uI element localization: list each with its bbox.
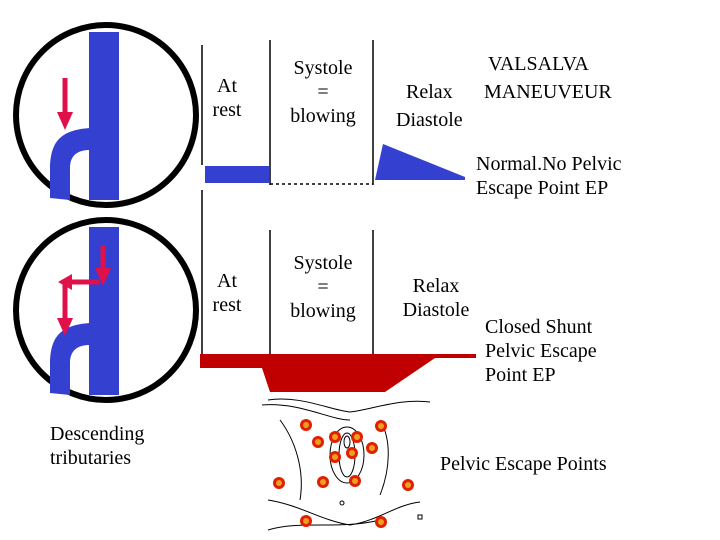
vein-reflux-icon <box>13 217 199 403</box>
top-systole-line2: = <box>317 81 329 103</box>
bottom-systole-label: Systole = blowing <box>276 251 370 323</box>
top-at-rest-line2: rest <box>212 99 242 121</box>
bottom-result-line1: Closed Shunt <box>485 316 593 338</box>
top-diastole-label: Diastole <box>396 109 463 131</box>
bottom-systole-line1: Systole <box>293 252 353 274</box>
top-relax-label: Relax <box>406 81 453 103</box>
top-result-line1: Normal.No Pelvic <box>476 153 622 175</box>
bottom-at-rest-line2: rest <box>212 294 242 316</box>
bottom-result-label: Closed Shunt Pelvic Escape Point EP <box>485 315 597 387</box>
valsalva-label: VALSALVA <box>488 53 589 75</box>
bottom-relax-label: Relax <box>412 275 460 297</box>
bottom-result-line3: Point EP <box>485 364 556 386</box>
top-at-rest-line1: At <box>217 75 237 97</box>
perineum-escape-points-icon <box>261 398 431 531</box>
top-at-rest-label: At rest <box>204 74 250 122</box>
vein-junction-icon <box>13 22 199 208</box>
escape-point-markers <box>273 419 414 528</box>
top-systole-label: Systole = blowing <box>276 56 370 128</box>
bottom-systole-line2: = <box>317 276 329 298</box>
flow-graph-normal <box>201 40 465 185</box>
bottom-diastole-label: Diastole <box>402 299 470 321</box>
pelvic-escape-points-caption: Pelvic Escape Points <box>440 453 607 475</box>
bottom-at-rest-line1: At <box>217 270 237 292</box>
bottom-relax-diastole-label: Relax Diastole <box>396 274 476 322</box>
caption-left-line2: tributaries <box>50 447 132 469</box>
top-result-line2: Escape Point EP <box>476 177 609 199</box>
top-systole-line1: Systole <box>293 57 353 79</box>
bottom-at-rest-label: At rest <box>204 269 250 317</box>
maneuver-label: MANEUVEUR <box>484 81 612 103</box>
caption-left-line1: Descending <box>50 423 145 445</box>
top-result-label: Normal.No Pelvic Escape Point EP <box>476 152 622 200</box>
descending-tributaries-caption: Descending tributaries <box>50 422 144 470</box>
bottom-systole-line3: blowing <box>290 300 356 322</box>
top-systole-line3: blowing <box>290 105 356 127</box>
bottom-result-line2: Pelvic Escape <box>485 340 597 362</box>
flow-graph-shunt <box>200 190 476 392</box>
